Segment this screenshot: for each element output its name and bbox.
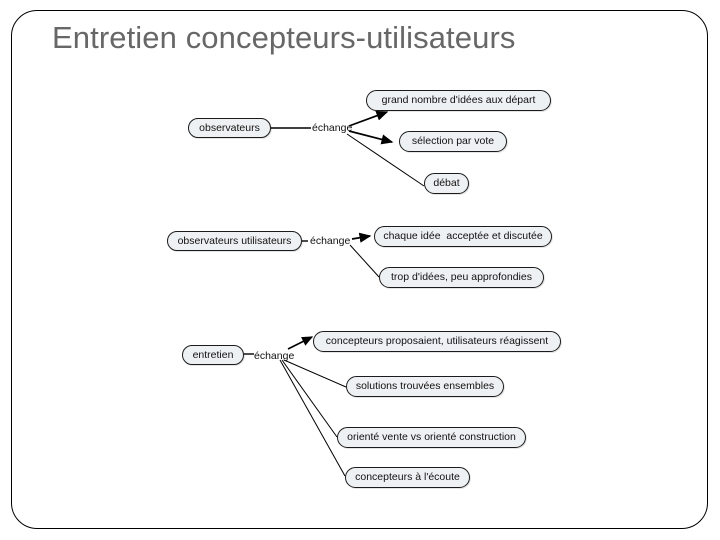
node-grand-nombre-idees[interactable]: grand nombre d'idées aux départ xyxy=(366,90,551,111)
node-solutions-trouvees[interactable]: solutions trouvées ensembles xyxy=(346,376,504,397)
node-debat[interactable]: débat xyxy=(424,173,469,194)
connector-echange3-to-oriente-vente xyxy=(281,359,338,438)
node-oriente-vente-construction[interactable]: orienté vente vs orienté construction xyxy=(337,427,526,448)
node-selection-par-vote[interactable]: sélection par vote xyxy=(399,131,507,152)
connector-echange3-to-concepteurs-ecoute xyxy=(279,359,346,477)
connector-echange3-to-solutions xyxy=(283,359,347,388)
node-observateurs[interactable]: observateurs xyxy=(188,118,271,138)
node-entretien[interactable]: entretien xyxy=(182,345,244,365)
edge-label-echange-2: échange xyxy=(310,235,351,247)
connector-echange2-to-trop-idees xyxy=(349,244,380,278)
page-title: Entretien concepteurs-utilisateurs xyxy=(52,20,516,55)
node-chaque-idee-acceptee[interactable]: chaque idée acceptée et discutée xyxy=(374,226,552,247)
connector-echange-to-grand-nombre xyxy=(348,110,389,127)
node-concepteurs-ecoute[interactable]: concepteurs à l'écoute xyxy=(345,467,470,488)
edge-label-echange-3: échange xyxy=(254,350,295,362)
connector-echange3-to-concepteurs-proposaient xyxy=(287,336,314,350)
node-trop-idees-peu-approfondies[interactable]: trop d'idées, peu approfondies xyxy=(379,267,544,288)
node-observateurs-utilisateurs[interactable]: observateurs utilisateurs xyxy=(167,231,302,251)
connector-echange2-to-chaque-idee xyxy=(351,232,372,243)
connector-echange-to-debat xyxy=(346,133,425,187)
edge-label-echange-1: échange xyxy=(312,122,353,134)
node-concepteurs-proposaient[interactable]: concepteurs proposaient, utilisateurs ré… xyxy=(313,331,561,352)
connector-echange-to-selection xyxy=(348,130,394,145)
